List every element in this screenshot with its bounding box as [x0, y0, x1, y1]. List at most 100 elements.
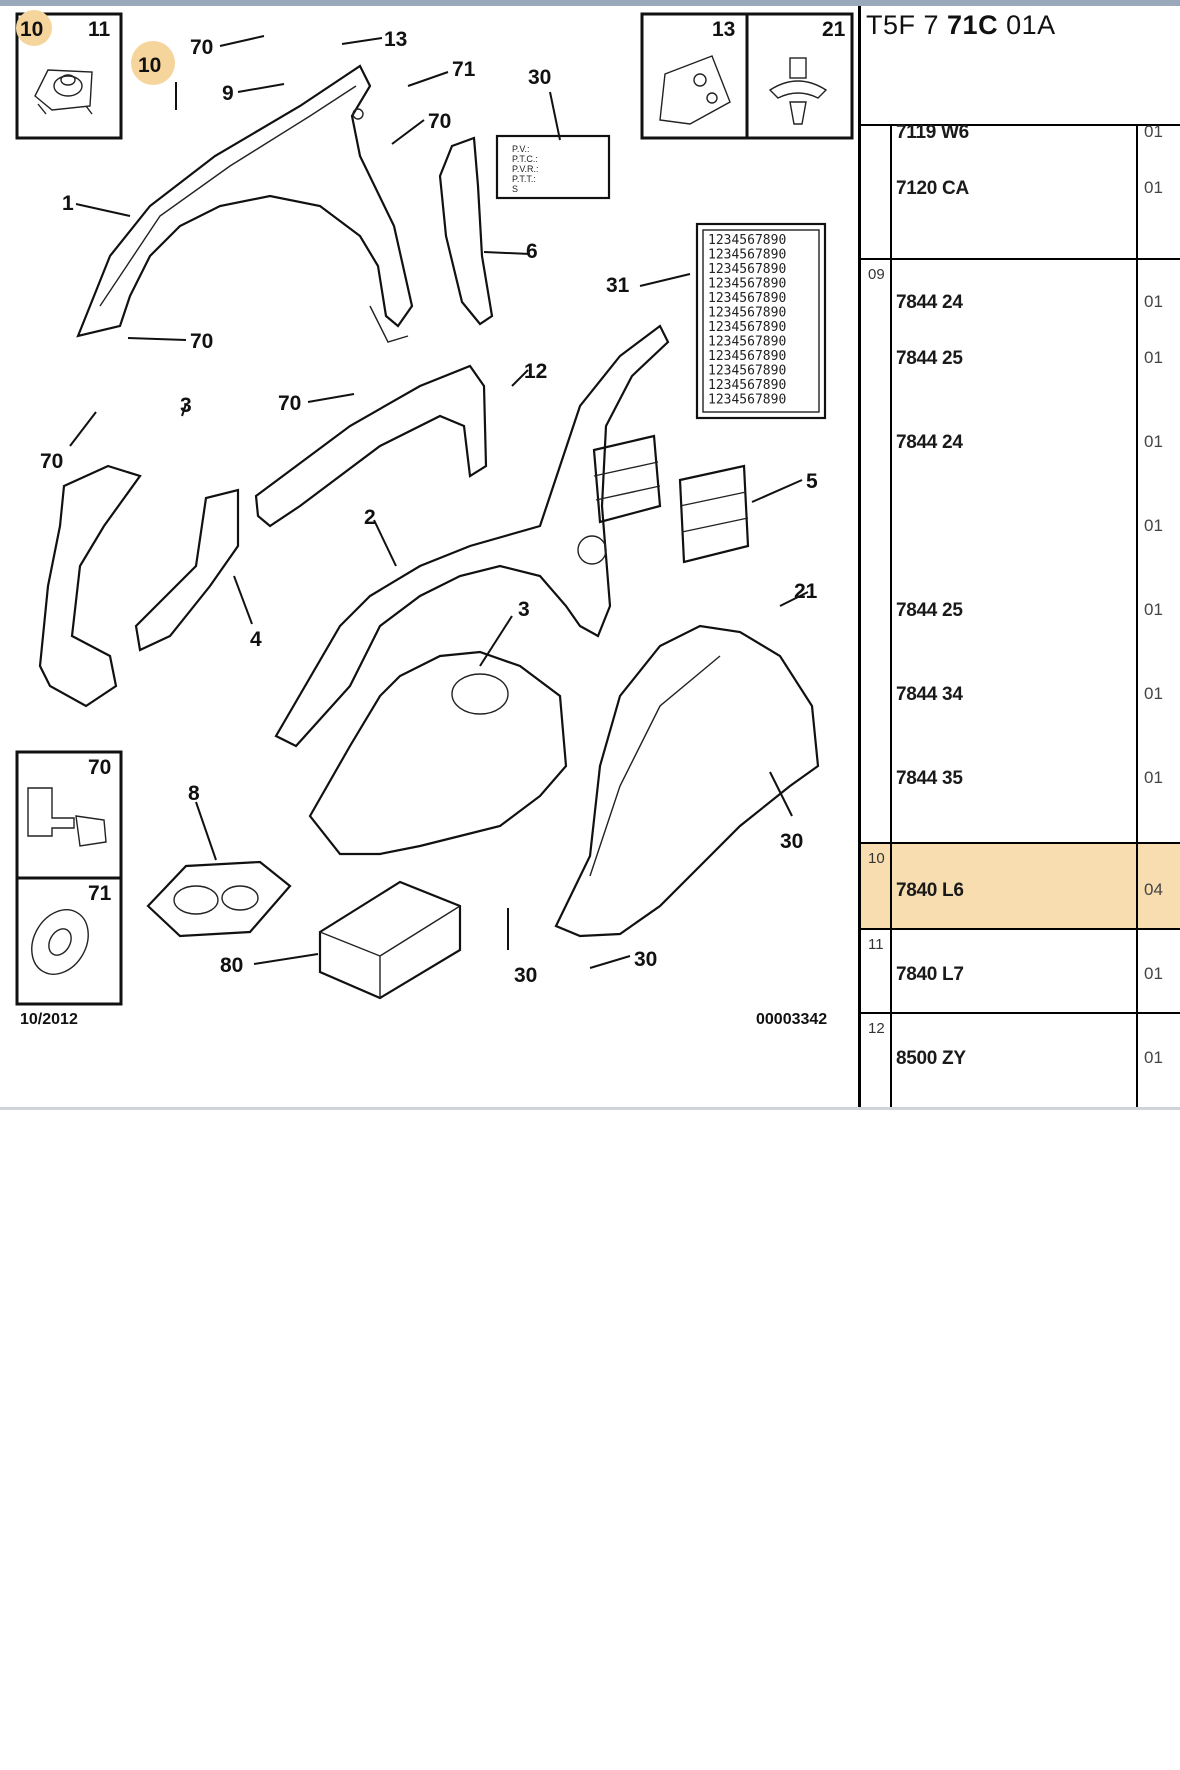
part-brackets — [592, 434, 750, 564]
part-qty: 01 — [1144, 1048, 1163, 1067]
diagram-canvas: 10 11 13 21 70 71 — [15, 10, 854, 1028]
label-plate: P.V.: P.T.C.: P.V.R.: P.T.T.: S — [495, 134, 611, 200]
part-seal — [146, 860, 292, 938]
callout-10: 10 — [138, 54, 161, 77]
part-qty: 04 — [1144, 880, 1163, 899]
part-number[interactable]: 7120 CA — [896, 178, 969, 199]
callout-21-a: 30 — [780, 830, 803, 853]
digit-grid-row: 1234567890 — [708, 349, 786, 364]
leader-lines — [69, 35, 809, 969]
inset-bottom-left: 70 71 — [15, 750, 123, 1006]
inset-label-71: 71 — [88, 882, 112, 905]
callout-31: 31 — [606, 274, 630, 297]
part-qty: 01 — [1144, 600, 1163, 619]
plate-line-3: P.V.R.: — [512, 164, 539, 174]
ref-number: 12 — [868, 1020, 885, 1037]
part-qty: 01 — [1144, 684, 1163, 703]
callout-11: 9 — [222, 82, 234, 105]
digit-grid-row: 1234567890 — [708, 364, 786, 379]
highlight-marker-10 — [131, 41, 175, 85]
part-pillar-left — [38, 464, 142, 708]
digit-grid-row: 1234567890 — [708, 306, 786, 321]
callout-71: 71 — [452, 58, 476, 81]
part-qty: 01 — [1144, 178, 1163, 197]
callout-4: 3 — [180, 394, 192, 417]
part-qty: 01 — [1144, 432, 1163, 451]
part-qty: 01 — [1144, 348, 1163, 367]
part-qty: 01 — [1144, 122, 1163, 141]
ref-number: 09 — [868, 266, 885, 283]
digit-grid-row: 1234567890 — [708, 335, 786, 350]
callout-6: 5 — [806, 470, 818, 493]
drawing-number: 00003342 — [756, 1011, 827, 1028]
digit-grid-row: 1234567890 — [708, 233, 786, 248]
callout-1: 1 — [62, 192, 74, 215]
callout-70-a: 70 — [190, 36, 213, 59]
part-number[interactable]: 7840 L7 — [896, 964, 964, 985]
digit-grid-row: 1234567890 — [708, 262, 786, 277]
digit-grid-row: 1234567890 — [708, 393, 786, 408]
part-number[interactable]: 7844 25 — [896, 600, 963, 621]
window-top-bar — [0, 0, 1180, 6]
bottom-rule — [0, 1107, 1180, 1110]
part-number[interactable]: 8500 ZY — [896, 1048, 966, 1069]
part-upper-rail — [254, 364, 488, 528]
part-number[interactable]: 7844 24 — [896, 432, 963, 453]
plate-line-4: P.T.T.: — [512, 174, 536, 184]
callout-2: 2 — [364, 506, 376, 529]
part-number[interactable]: 7119 W6 — [896, 122, 969, 143]
callout-70-c: 70 — [190, 330, 213, 353]
part-floor — [308, 650, 568, 856]
callout-70-d: 70 — [278, 392, 301, 415]
part-qty: 01 — [1144, 768, 1163, 787]
part-strip — [438, 136, 494, 326]
callout-70-e: 70 — [40, 450, 63, 473]
part-number[interactable]: 7844 34 — [896, 684, 963, 705]
callout-9: 6 — [526, 240, 538, 263]
inset-label-11: 11 — [88, 18, 111, 41]
parts-list-panel: T5F 7 71C 01A 7119 W6 01 7120 CA 01 09 7… — [858, 6, 1180, 1110]
inset-top-left: 10 11 — [15, 10, 123, 140]
plate-line-1: P.V.: — [512, 144, 530, 154]
ref-number: 11 — [868, 936, 884, 953]
callout-30: 30 — [528, 66, 551, 89]
callout-21-c: 30 — [634, 948, 657, 971]
part-fender — [76, 64, 414, 343]
part-arch-liner — [554, 624, 820, 938]
digit-grid-row: 1234567890 — [708, 320, 786, 335]
part-number[interactable]: 7844 25 — [896, 348, 963, 369]
digit-grid-row: 1234567890 — [708, 378, 786, 393]
plate-line-5: S — [512, 184, 518, 194]
digit-grid-row: 1234567890 — [708, 248, 786, 263]
part-number[interactable]: 7844 24 — [896, 292, 963, 313]
callout-12: 12 — [524, 360, 547, 383]
date-code: 10/2012 — [20, 1011, 78, 1028]
callout-8: 8 — [188, 782, 200, 805]
callout-13: 13 — [384, 28, 407, 51]
panel-divider — [858, 6, 861, 1110]
callout-labels: 10 1 70 13 9 71 70 30 6 31 70 70 70 12 3… — [40, 28, 818, 987]
digit-grid: 1234567890123456789012345678901234567890… — [695, 222, 827, 420]
inset-label-10: 10 — [20, 18, 43, 41]
part-qty: 01 — [1144, 964, 1163, 983]
inset-label-21: 21 — [822, 18, 846, 41]
digit-grid-row: 1234567890 — [708, 277, 786, 292]
part-pillar-mid — [134, 488, 240, 652]
callout-80: 80 — [220, 954, 243, 977]
ref-number: 10 — [868, 850, 885, 867]
part-fastener-kit — [318, 880, 462, 1000]
part-inner-wing — [274, 324, 670, 748]
digit-grid-row: 1234567890 — [708, 291, 786, 306]
part-number[interactable]: 7844 35 — [896, 768, 963, 789]
highlighted-row-10 — [861, 844, 1180, 928]
part-qty: 01 — [1144, 516, 1163, 535]
panel-header: T5F 7 71C 01A — [866, 10, 1056, 40]
inset-label-13: 13 — [712, 18, 735, 41]
inset-top-right: 13 21 — [640, 12, 854, 140]
callout-3: 3 — [518, 598, 530, 621]
inset-label-70: 70 — [88, 756, 111, 779]
highlight-marker-inset — [16, 10, 52, 46]
part-number[interactable]: 7840 L6 — [896, 880, 964, 901]
part-qty: 01 — [1144, 292, 1163, 311]
plate-line-2: P.T.C.: — [512, 154, 538, 164]
